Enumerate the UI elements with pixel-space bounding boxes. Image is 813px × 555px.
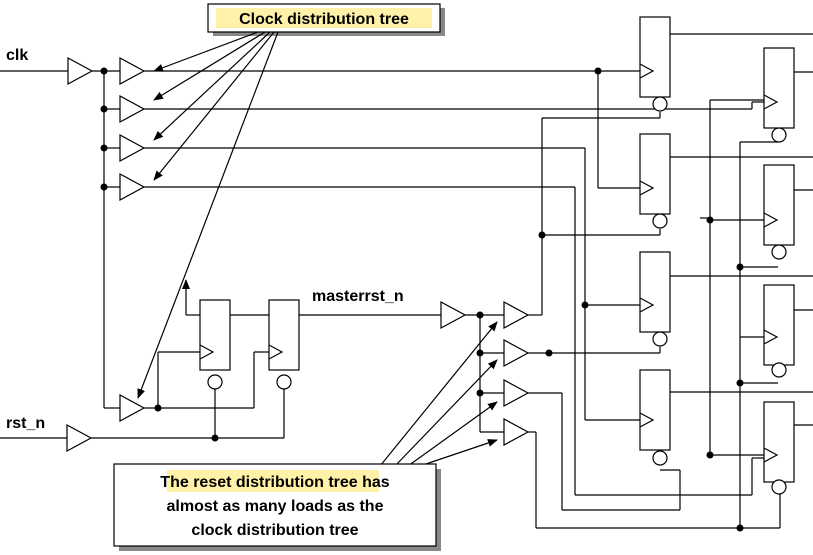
clock-buffer-4 xyxy=(119,172,146,202)
rst-n-label: rst_n xyxy=(6,415,45,432)
reset-buffer-4 xyxy=(503,417,530,447)
flip-flop xyxy=(763,284,795,366)
clock-nets xyxy=(144,67,764,496)
clock-tree-callout: Clock distribution tree xyxy=(137,3,445,399)
reset-callout-line3: clock distribution tree xyxy=(191,522,358,539)
reset-nets xyxy=(528,112,781,532)
flip-flop xyxy=(763,164,795,246)
masterrst-n-label: masterrst_n xyxy=(312,288,404,305)
reset-buffer-2 xyxy=(503,338,530,368)
sync-flop-2 xyxy=(268,299,300,371)
flop-bank-right xyxy=(740,47,813,495)
flip-flop-reset-bubble xyxy=(652,213,668,229)
flip-flop-reset-bubble xyxy=(652,331,668,347)
clock-buffer-3 xyxy=(119,133,146,163)
clock-tree-callout-text: Clock distribution tree xyxy=(239,11,409,28)
clock-buffer-2 xyxy=(119,94,146,124)
flip-flop xyxy=(639,16,671,98)
flip-flop xyxy=(763,47,795,129)
sync-flop-2-reset-bubble xyxy=(276,374,292,390)
clk-input xyxy=(0,56,120,409)
flip-flop xyxy=(639,369,671,451)
reset-synchronizer xyxy=(144,279,300,439)
clock-tree-buffers xyxy=(119,56,146,423)
reset-buffer-3 xyxy=(503,378,530,408)
flip-flop-reset-bubble xyxy=(652,450,668,466)
reset-callout-line1: The reset distribution tree has xyxy=(160,474,389,491)
flip-flop-reset-bubble xyxy=(652,96,668,112)
reset-callout-line2: almost as many loads as the xyxy=(167,498,384,515)
flip-flop-reset-bubble xyxy=(771,127,787,143)
flip-flop xyxy=(639,251,671,333)
flip-flop-reset-bubble xyxy=(771,244,787,260)
reset-tree-callout: The reset distribution tree has almost a… xyxy=(113,321,498,551)
clk-label: clk xyxy=(6,47,28,64)
sync-flop-1-reset-bubble xyxy=(207,374,223,390)
clk-root-buffer xyxy=(67,56,94,86)
flip-flop-reset-bubble xyxy=(771,362,787,378)
clock-buffer-sync xyxy=(119,393,146,423)
sync-flop-1 xyxy=(199,299,231,371)
rst-n-input xyxy=(0,423,219,453)
reset-buffer-1 xyxy=(503,300,530,330)
rst-n-buffer xyxy=(66,423,93,453)
clock-buffer-1 xyxy=(119,56,146,86)
masterrst-buffer xyxy=(440,300,467,330)
flip-flop-reset-bubble xyxy=(771,479,787,495)
reset-tree xyxy=(299,300,530,447)
flip-flop xyxy=(763,401,795,483)
flop-bank-left xyxy=(639,16,813,466)
flip-flop xyxy=(639,133,671,215)
